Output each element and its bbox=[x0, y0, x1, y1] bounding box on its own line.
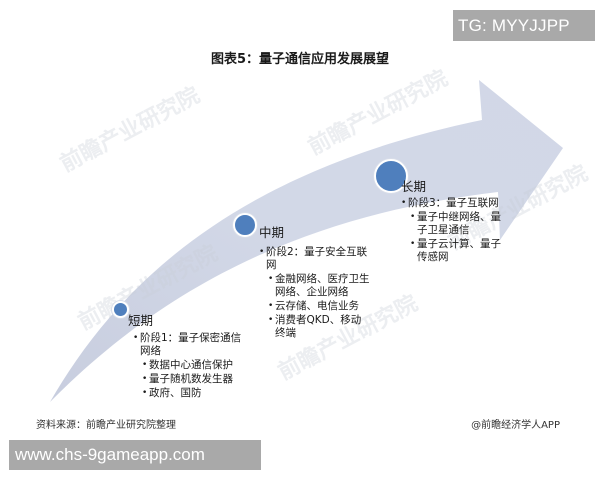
url-watermark-badge: www.chs-9gameapp.com bbox=[9, 440, 261, 470]
phase-short-term-details: 阶段1：量子保密通信网络 数据中心通信保护 量子随机数发生器 政府、国防 bbox=[133, 332, 248, 400]
phase-mid-term-node bbox=[233, 213, 257, 237]
stage-2-item: 金融网络、医疗卫生网络、企业网络 bbox=[259, 273, 371, 299]
phase-short-term-node bbox=[112, 301, 129, 318]
tg-watermark-badge: TG: MYYJJPP bbox=[453, 10, 595, 41]
stage-3-item: 量子云计算、量子传感网 bbox=[401, 238, 501, 264]
stage-2-item: 消费者QKD、移动终端 bbox=[259, 314, 371, 340]
phase-long-term-label: 长期 bbox=[401, 179, 427, 194]
stage-1-item: 数据中心通信保护 bbox=[133, 359, 248, 372]
stage-2-heading: 阶段2：量子安全互联网 bbox=[259, 246, 371, 272]
source-note: 资料来源：前瞻产业研究院整理 bbox=[36, 420, 176, 431]
phase-mid-term-label: 中期 bbox=[259, 225, 285, 240]
phase-long-term-node bbox=[374, 159, 408, 193]
brand-credit: @前瞻经济学人APP bbox=[471, 420, 560, 431]
stage-2-item: 云存储、电信业务 bbox=[259, 300, 371, 313]
figure-title: 图表5：量子通信应用发展展望 bbox=[210, 52, 390, 67]
stage-1-item: 政府、国防 bbox=[133, 387, 248, 400]
stage-1-heading: 阶段1：量子保密通信网络 bbox=[133, 332, 248, 358]
phase-long-term-details: 阶段3：量子互联网 量子中继网络、量子卫星通信 量子云计算、量子传感网 bbox=[401, 197, 501, 264]
stage-3-heading: 阶段3：量子互联网 bbox=[401, 197, 501, 210]
phase-mid-term-details: 阶段2：量子安全互联网 金融网络、医疗卫生网络、企业网络 云存储、电信业务 消费… bbox=[259, 246, 371, 340]
stage-1-item: 量子随机数发生器 bbox=[133, 373, 248, 386]
phase-short-term-label: 短期 bbox=[128, 313, 154, 328]
stage-3-item: 量子中继网络、量子卫星通信 bbox=[401, 211, 501, 237]
